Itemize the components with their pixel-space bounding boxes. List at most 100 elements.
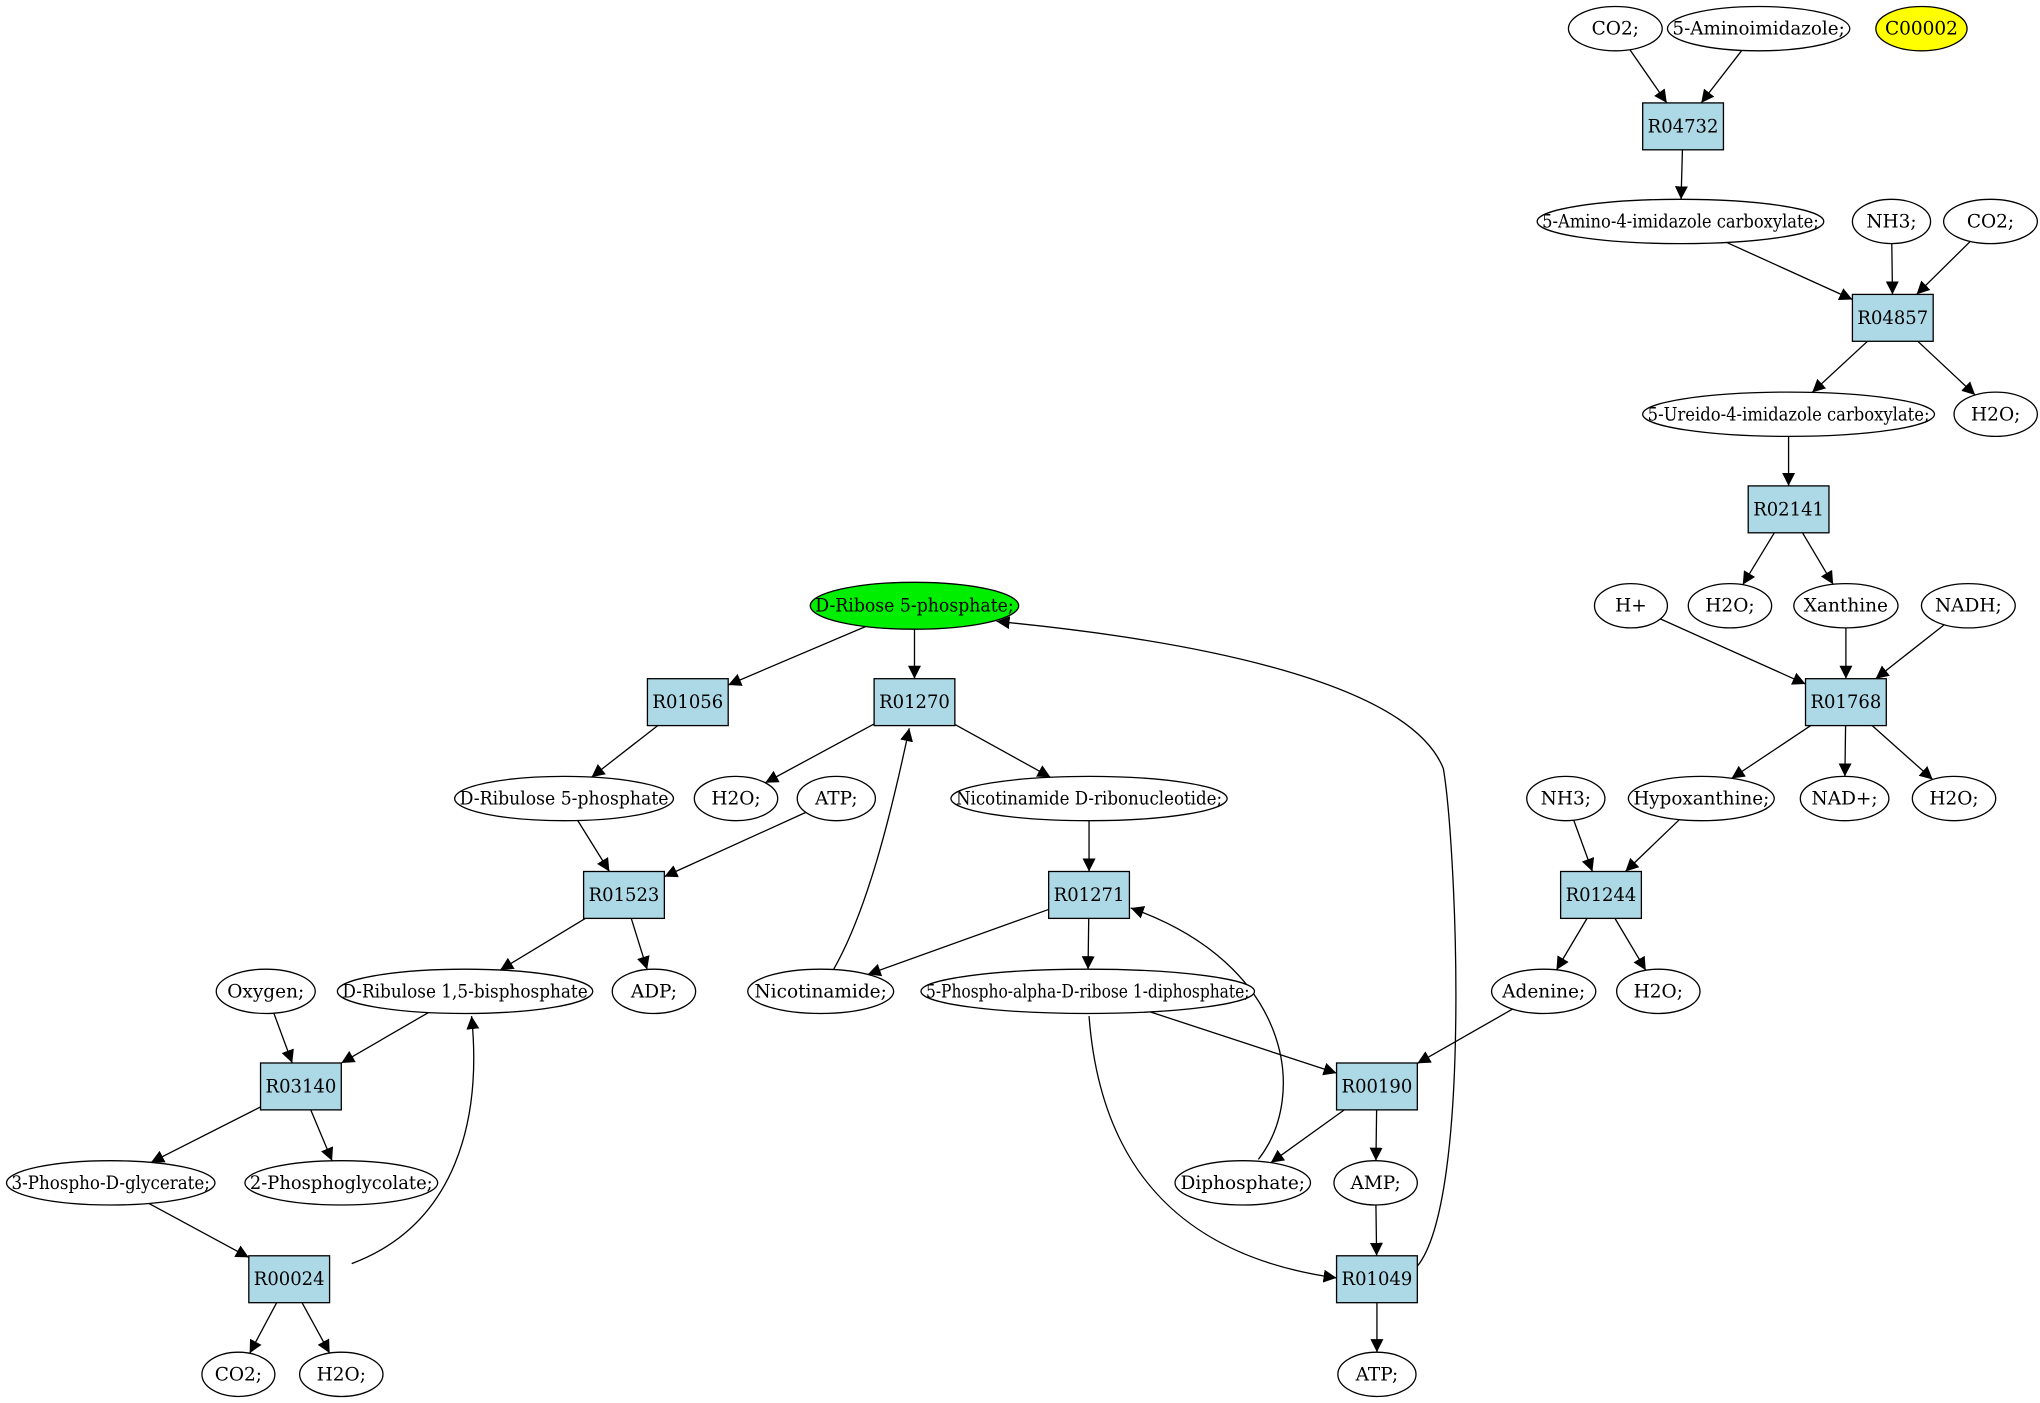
compound-node-dru5p[interactable]: D-Ribulose 5-phosphate [453,775,675,822]
compound-node-nmn[interactable]: Nicotinamide D-ribonucleotide; [950,775,1228,822]
node-label: H2O; [1705,596,1754,617]
compound-node-prpp[interactable]: 5-Phospho-alpha-D-ribose 1-diphosphate; [920,968,1256,1015]
compound-node-atp-b[interactable]: ATP; [1337,1351,1417,1398]
compound-node-xanthine[interactable]: Xanthine [1793,582,1899,629]
reaction-node-r01270[interactable]: R01270 [873,678,956,727]
node-shape [1337,1351,1417,1398]
compound-node-hplus[interactable]: H+ [1593,582,1669,629]
compound-node-adp[interactable]: ADP; [611,968,697,1015]
node-label: R01244 [1566,885,1637,906]
node-label: NH3; [1866,211,1916,232]
compound-node-dr5p[interactable]: D-Ribose 5-phosphate; [809,581,1020,630]
compound-node-nadplus[interactable]: NAD+; [1799,775,1890,822]
node-shape [1335,1062,1418,1111]
compound-node-pga[interactable]: 3-Phospho-D-glycerate; [5,1160,216,1206]
compound-node-h2o-f[interactable]: H2O; [298,1351,384,1398]
edge-r00190-to-amp [1369,1109,1383,1161]
node-shape [796,775,877,822]
node-label: C00002 [1885,19,1958,40]
reaction-node-r01523[interactable]: R01523 [582,870,666,920]
compound-node-rubp[interactable]: D-Ribulose 1,5-bisphosphate [336,968,594,1015]
node-label: ATP; [814,789,858,810]
node-label: ATP; [1355,1364,1399,1385]
node-shape [1911,775,1997,822]
edge-aic-to-r04857 [1726,241,1853,301]
reaction-node-r01049[interactable]: R01049 [1335,1255,1418,1304]
node-label: Nicotinamide; [754,981,886,1002]
reaction-node-r01244[interactable]: R01244 [1559,870,1643,920]
node-label: H2O; [317,1364,366,1385]
compound-node-h2o-b[interactable]: H2O; [1687,582,1773,629]
compound-node-h2o-c[interactable]: H2O; [1911,775,1997,822]
node-shape [453,775,675,822]
node-shape [809,581,1020,630]
node-label: Adenine; [1501,981,1585,1002]
reaction-node-r00190[interactable]: R00190 [1335,1062,1418,1111]
compound-node-hypoxanthine[interactable]: Hypoxanthine; [1627,775,1775,822]
compound-node-amp[interactable]: AMP; [1333,1160,1418,1206]
node-label: Oxygen; [227,981,304,1002]
node-shape [248,1255,331,1304]
compound-node-oxygen[interactable]: Oxygen; [215,968,316,1015]
node-shape [920,968,1256,1015]
edge-aim-to-r04732 [1700,50,1743,104]
node-label: Xanthine [1804,596,1888,617]
compound-node-co2-top[interactable]: CO2; [1567,5,1663,52]
compound-node-h2o-e[interactable]: H2O; [693,775,779,822]
node-shape [259,1062,342,1111]
node-shape [646,678,729,727]
node-label: R04732 [1648,116,1719,137]
compound-node-h2o-d[interactable]: H2O; [1615,968,1701,1015]
reaction-node-r01768[interactable]: R01768 [1804,678,1887,727]
reaction-node-r01271[interactable]: R01271 [1048,870,1131,920]
compound-node-co2-c[interactable]: CO2; [201,1351,276,1398]
compound-node-nadh[interactable]: NADH; [1920,582,2016,629]
edge-r01768-to-hypoxanthine [1731,725,1812,779]
compound-node-adenine[interactable]: Adenine; [1490,968,1597,1015]
node-shape [1953,391,2039,438]
reaction-node-r04732[interactable]: R04732 [1642,102,1725,151]
reaction-node-r02141[interactable]: R02141 [1747,485,1830,534]
compound-node-nicotinamide[interactable]: Nicotinamide; [747,968,895,1015]
compound-node-c00002[interactable]: C00002 [1875,5,1968,52]
node-label: 5-Phospho-alpha-D-ribose 1-diphosphate; [926,981,1249,1002]
node-layer: CO2;5-Aminoimidazole;C00002R047325-Amino… [5,5,2039,1398]
reaction-node-r00024[interactable]: R00024 [248,1255,331,1304]
reaction-node-r01056[interactable]: R01056 [646,678,729,727]
node-label: R01271 [1054,885,1125,906]
compound-node-aic[interactable]: 5-Amino-4-imidazole carboxylate; [1536,198,1825,245]
compound-node-nh3-a[interactable]: NH3; [1851,198,1932,245]
reaction-node-r04857[interactable]: R04857 [1851,293,1934,342]
compound-node-nh3-b[interactable]: NH3; [1526,775,1606,822]
compound-node-co2-b[interactable]: CO2; [1942,198,2039,245]
node-label: 5-Ureido-4-imidazole carboxylate; [1648,404,1930,425]
node-shape [1627,775,1775,822]
node-shape [1851,198,1932,245]
compound-node-pglyc[interactable]: 2-Phosphoglycolate; [244,1160,439,1206]
edge-prpp-to-r01049 [1088,1016,1337,1283]
node-shape [336,968,594,1015]
edge-prpp-to-r00190 [1149,1011,1337,1076]
node-shape [1567,5,1663,52]
node-shape [1804,678,1887,727]
edge-r01270-to-nmn [954,723,1051,778]
node-shape [298,1351,384,1398]
node-label: NADH; [1935,596,2002,617]
node-label: CO2; [215,1364,262,1385]
edge-r03140-to-pga [150,1106,261,1163]
node-label: R01768 [1811,692,1882,713]
node-shape [1536,198,1825,245]
compound-node-h2o-a[interactable]: H2O; [1953,391,2039,438]
compound-node-atp-a[interactable]: ATP; [796,775,877,822]
node-label: H2O; [711,789,760,810]
node-label: Diphosphate; [1180,1173,1305,1194]
reaction-node-r03140[interactable]: R03140 [259,1062,342,1111]
node-shape [611,968,697,1015]
node-label: CO2; [1967,211,2014,232]
compound-node-diphosphate[interactable]: Diphosphate; [1174,1160,1312,1206]
edge-r01270-to-h2o-e [764,723,875,784]
edge-hplus-to-r01768 [1660,618,1806,685]
compound-node-aim[interactable]: 5-Aminoimidazole; [1666,5,1851,52]
node-label: R03140 [266,1076,337,1097]
compound-node-uic[interactable]: 5-Ureido-4-imidazole carboxylate; [1642,391,1936,438]
